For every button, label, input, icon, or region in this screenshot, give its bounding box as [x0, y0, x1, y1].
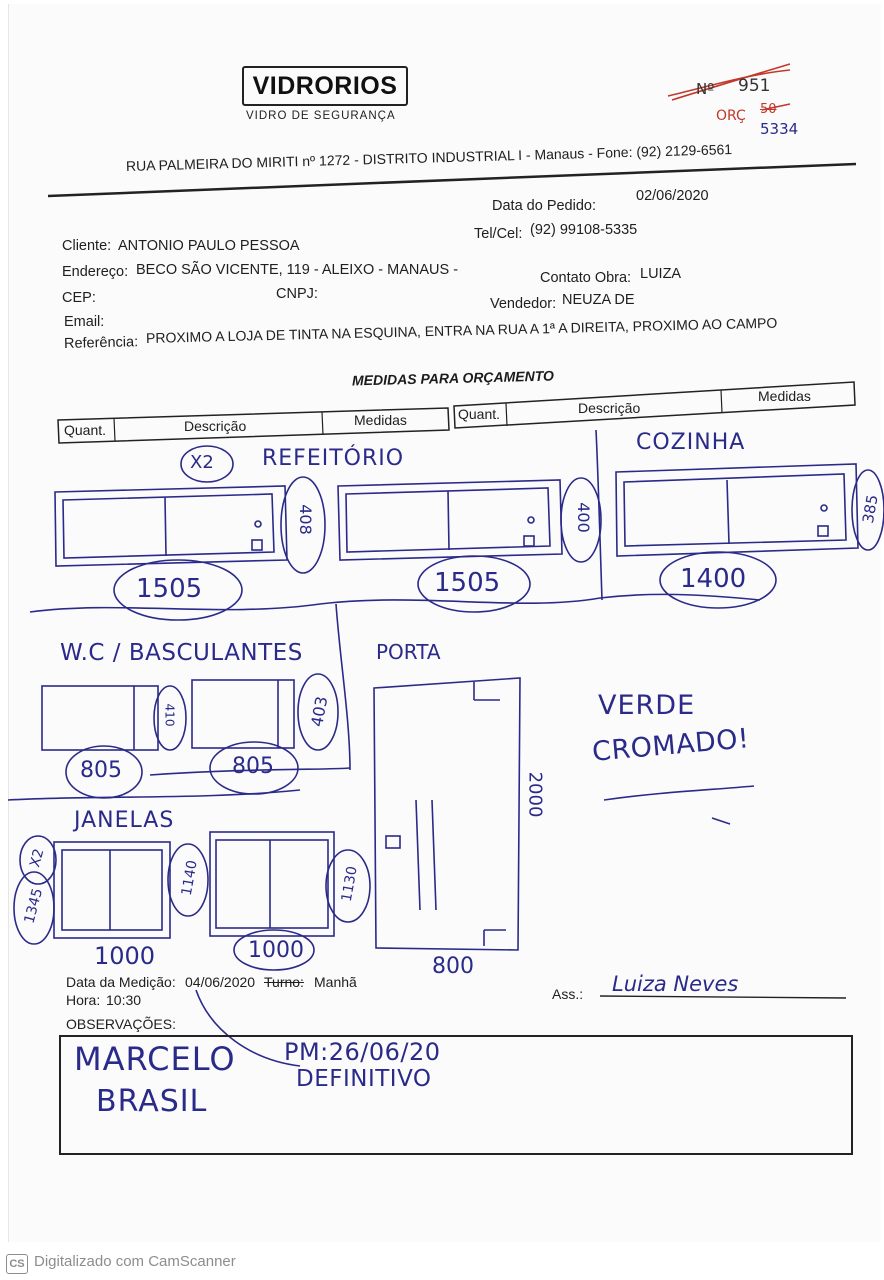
- obs-pm-line2: DEFINITIVO: [296, 1066, 432, 1092]
- cozinha-label: COZINHA: [636, 430, 746, 455]
- jan2-width: 1000: [248, 938, 304, 963]
- email-label: Email:: [64, 314, 105, 330]
- porta-width: 800: [432, 954, 474, 979]
- contact-value: LUIZA: [640, 266, 682, 282]
- shift-label: Turno:: [264, 974, 304, 990]
- orc-old-value: 50: [760, 102, 777, 117]
- shift-value: Manhã: [314, 974, 357, 990]
- company-tagline: VIDRO DE SEGURANÇA: [246, 110, 396, 122]
- ref1-width: 1505: [136, 574, 203, 604]
- order-date-label: Data do Pedido:: [492, 198, 596, 214]
- seller-value: NEUZA DE: [562, 292, 635, 308]
- time-value: 10:30: [106, 992, 142, 1008]
- janelas-label: JANELAS: [74, 808, 175, 833]
- col-quant-left: Quant.: [64, 422, 107, 438]
- signature: Luiza Neves: [612, 972, 739, 996]
- orc-value: 5334: [760, 120, 799, 138]
- signature-label: Ass.:: [552, 986, 584, 1002]
- order-number-label: Nº: [696, 80, 715, 98]
- refeitorio-qty: X2: [190, 452, 214, 473]
- measure-date-value: 04/06/2020: [185, 974, 256, 990]
- address-value: BECO SÃO VICENTE, 119 - ALEIXO - MANAUS …: [136, 262, 459, 278]
- cep-label: CEP:: [62, 290, 96, 306]
- verde-line1: VERDE: [598, 690, 696, 721]
- order-date-value: 02/06/2020: [636, 188, 709, 204]
- obs-name-line2: BRASIL: [96, 1084, 208, 1119]
- ref2-width: 1505: [434, 568, 501, 598]
- scanner-watermark-text: Digitalizado com CamScanner: [34, 1253, 236, 1270]
- wc2-width: 805: [232, 754, 274, 779]
- refeitorio-label: REFEITÓRIO: [262, 446, 405, 471]
- porta-height: 2000: [524, 771, 546, 818]
- obs-pm-line1: PM:26/06/20: [284, 1038, 441, 1066]
- company-logo: VIDRORIOS: [242, 66, 408, 106]
- address-label: Endereço:: [62, 264, 129, 280]
- orc-label: ORÇ: [716, 108, 746, 124]
- jan1-width: 1000: [94, 942, 156, 970]
- phone-value: (92) 99108-5335: [530, 222, 638, 238]
- client-label: Cliente:: [62, 238, 112, 254]
- wc1-width: 805: [80, 758, 122, 783]
- reference-label: Referência:: [63, 334, 139, 352]
- col-medidas-left: Medidas: [354, 412, 407, 428]
- camscanner-logo-icon: CS: [6, 1254, 28, 1274]
- measure-date-label: Data da Medição:: [66, 974, 176, 990]
- col-descricao-left: Descrição: [184, 418, 247, 434]
- cnpj-label: CNPJ:: [276, 286, 318, 302]
- col-medidas-right: Medidas: [758, 388, 811, 404]
- seller-label: Vendedor:: [490, 296, 557, 312]
- time-label: Hora:: [66, 992, 101, 1008]
- scanner-footer: CS Digitalizado com CamScanner: [0, 1246, 884, 1280]
- phone-label: Tel/Cel:: [474, 226, 523, 242]
- client-value: ANTONIO PAULO PESSOA: [118, 238, 300, 254]
- col-quant-right: Quant.: [458, 406, 501, 422]
- contact-label: Contato Obra:: [540, 270, 632, 286]
- coz-width: 1400: [680, 564, 747, 594]
- obs-name-line1: MARCELO: [74, 1040, 236, 1078]
- order-number-value: 951: [738, 76, 771, 96]
- wc1-height: 410: [162, 703, 177, 727]
- observations-label: OBSERVAÇÕES:: [66, 1016, 176, 1032]
- porta-label: PORTA: [376, 640, 441, 664]
- wc-title: W.C / BASCULANTES: [60, 640, 303, 666]
- ref1-height: 408: [295, 504, 315, 535]
- ref2-height: 400: [573, 502, 593, 533]
- col-descricao-right: Descrição: [578, 400, 641, 416]
